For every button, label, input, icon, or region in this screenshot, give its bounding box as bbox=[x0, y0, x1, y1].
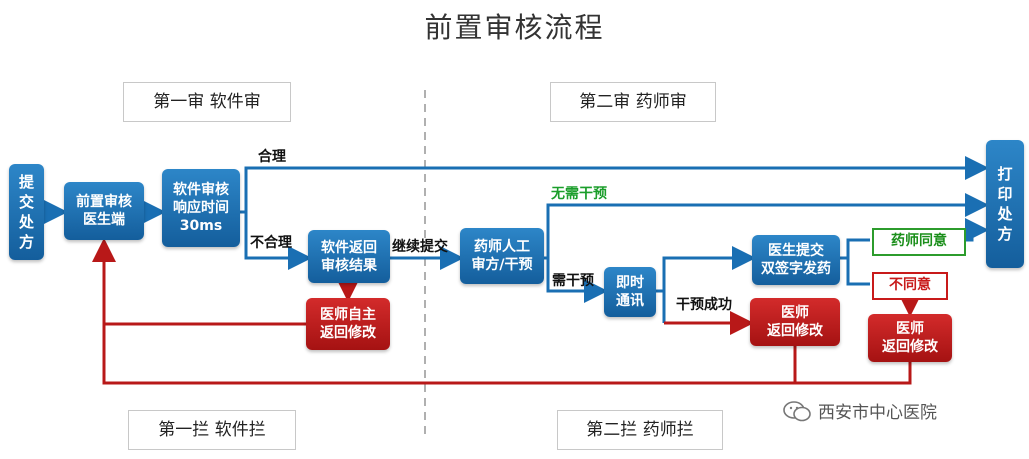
red-connectors bbox=[92, 238, 922, 385]
watermark: 西安市中心医院 bbox=[782, 398, 937, 423]
continue-submit-label: 继续提交 bbox=[392, 239, 448, 255]
instant-message-node: 即时 通讯 bbox=[604, 267, 656, 317]
pharmacist-review-node: 药师人工 审方/干预 bbox=[460, 228, 544, 284]
disagree-node: 不同意 bbox=[872, 272, 948, 300]
doctor-fix-2-node: 医师 返回修改 bbox=[868, 314, 952, 362]
first-review-label: 第一审 软件审 bbox=[123, 82, 291, 122]
doctor-fix-node: 医师 返回修改 bbox=[750, 298, 840, 346]
submit-prescription-node: 提 交 处 方 bbox=[9, 164, 44, 260]
software-review-node: 软件审核 响应时间 30ms bbox=[162, 169, 240, 247]
intervention-success-label: 干预成功 bbox=[676, 297, 732, 313]
page-title: 前置审核流程 bbox=[424, 11, 605, 44]
doctor-end-node: 前置审核 医生端 bbox=[64, 182, 144, 240]
need-intervention-label: 需干预 bbox=[552, 273, 594, 289]
software-return-node: 软件返回 审核结果 bbox=[308, 230, 390, 283]
second-review-label: 第二审 药师审 bbox=[550, 82, 716, 122]
unreasonable-label: 不合理 bbox=[250, 235, 292, 251]
second-block-label: 第二拦 药师拦 bbox=[557, 410, 723, 450]
reasonable-label: 合理 bbox=[258, 149, 286, 165]
wechat-icon bbox=[783, 400, 811, 421]
doctor-self-fix-node: 医师自主 返回修改 bbox=[306, 298, 390, 350]
print-prescription-node: 打 印 处 方 bbox=[986, 140, 1024, 268]
no-intervention-label: 无需干预 bbox=[551, 186, 607, 202]
blue-connectors bbox=[44, 156, 989, 323]
doctor-submit-node: 医生提交 双签字发药 bbox=[752, 235, 840, 285]
first-block-label: 第一拦 软件拦 bbox=[128, 410, 296, 450]
watermark-text: 西安市中心医院 bbox=[818, 403, 937, 423]
pharmacist-agree-node: 药师同意 bbox=[872, 228, 966, 256]
